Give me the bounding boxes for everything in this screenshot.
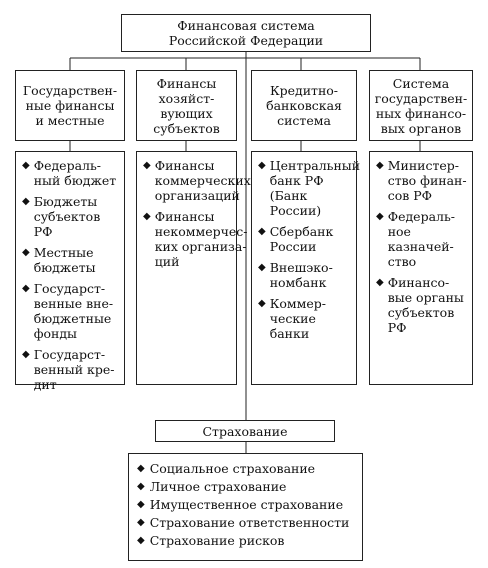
column-list-financial-bodies: ◆Министер- ство финан- сов РФ ◆Федераль-… [369,151,473,385]
list-item: ◆Личное страхование [137,479,287,494]
column-header-label: Кредитно- банковская система [266,83,342,128]
list-item: ◆Внешэко- номбанк [258,260,333,290]
column-header-banking-system: Кредитно- банковская система [251,70,357,141]
diamond-bullet-icon: ◆ [137,499,145,510]
list-item: ◆Страхование рисков [137,533,285,548]
diamond-bullet-icon: ◆ [258,226,266,237]
diamond-bullet-icon: ◆ [22,160,30,171]
diamond-bullet-icon: ◆ [258,160,266,171]
list-item: ◆Финансо- вые органы субъектов РФ [376,275,464,335]
list-item: ◆Государст- венный кре- дит [22,347,115,392]
list-item: ◆Финансы коммерческих организаций [143,158,251,203]
list-item: ◆Коммер- ческие банки [258,296,326,341]
list-item: ◆Государст- венные вне- бюджетные фонды [22,281,114,341]
column-header-financial-bodies: Система государствен- ных финансо- вых о… [369,70,473,141]
diamond-bullet-icon: ◆ [376,277,384,288]
diamond-bullet-icon: ◆ [137,535,145,546]
diamond-bullet-icon: ◆ [376,160,384,171]
diamond-bullet-icon: ◆ [22,349,30,360]
diamond-bullet-icon: ◆ [22,196,30,207]
insurance-title: Страхование [202,423,288,439]
root-box: Финансовая система Российской Федерации [121,14,371,52]
diamond-bullet-icon: ◆ [22,247,30,258]
diamond-bullet-icon: ◆ [143,211,151,222]
diamond-bullet-icon: ◆ [137,517,145,528]
diamond-bullet-icon: ◆ [143,160,151,171]
column-list-banking-system: ◆Центральный банк РФ (Банк России) ◆Сбер… [251,151,361,385]
column-header-label: Государствен- ные финансы и местные [22,83,118,128]
list-item: ◆Финансы некоммерчес- ких организа- ций [143,209,248,269]
insurance-list: ◆Социальное страхование ◆Личное страхова… [128,453,363,561]
diamond-bullet-icon: ◆ [137,463,145,474]
list-item: ◆Федераль- ное казначей- ство [376,209,455,269]
column-header-label: Система государствен- ных финансо- вых о… [374,75,468,136]
list-item: ◆Бюджеты субъектов РФ [22,194,101,239]
diamond-bullet-icon: ◆ [376,211,384,222]
column-header-label: Финансы хозяйст- вующих субъектов [153,75,220,136]
diamond-bullet-icon: ◆ [137,481,145,492]
column-header-state-finance: Государствен- ные финансы и местные [15,70,125,141]
list-item: ◆Социальное страхование [137,461,316,476]
list-item: ◆Сбербанк России [258,224,334,254]
list-item: ◆Министер- ство финан- сов РФ [376,158,467,203]
list-item: ◆Центральный банк РФ (Банк России) [258,158,361,218]
list-item: ◆Имущественное страхование [137,497,344,512]
column-list-business-finance: ◆Финансы коммерческих организаций ◆Финан… [136,151,251,385]
list-item: ◆Местные бюджеты [22,245,96,275]
diamond-bullet-icon: ◆ [258,262,266,273]
diamond-bullet-icon: ◆ [258,298,266,309]
diamond-bullet-icon: ◆ [22,283,30,294]
column-list-state-finance: ◆Федераль- ный бюджет ◆Бюджеты субъектов… [15,151,125,392]
list-item: ◆Страхование ответственности [137,515,350,530]
list-item: ◆Федераль- ный бюджет [22,158,117,188]
insurance-title-box: Страхование [155,420,335,442]
column-header-business-finance: Финансы хозяйст- вующих субъектов [136,70,237,141]
root-title: Финансовая система Российской Федерации [168,18,324,48]
